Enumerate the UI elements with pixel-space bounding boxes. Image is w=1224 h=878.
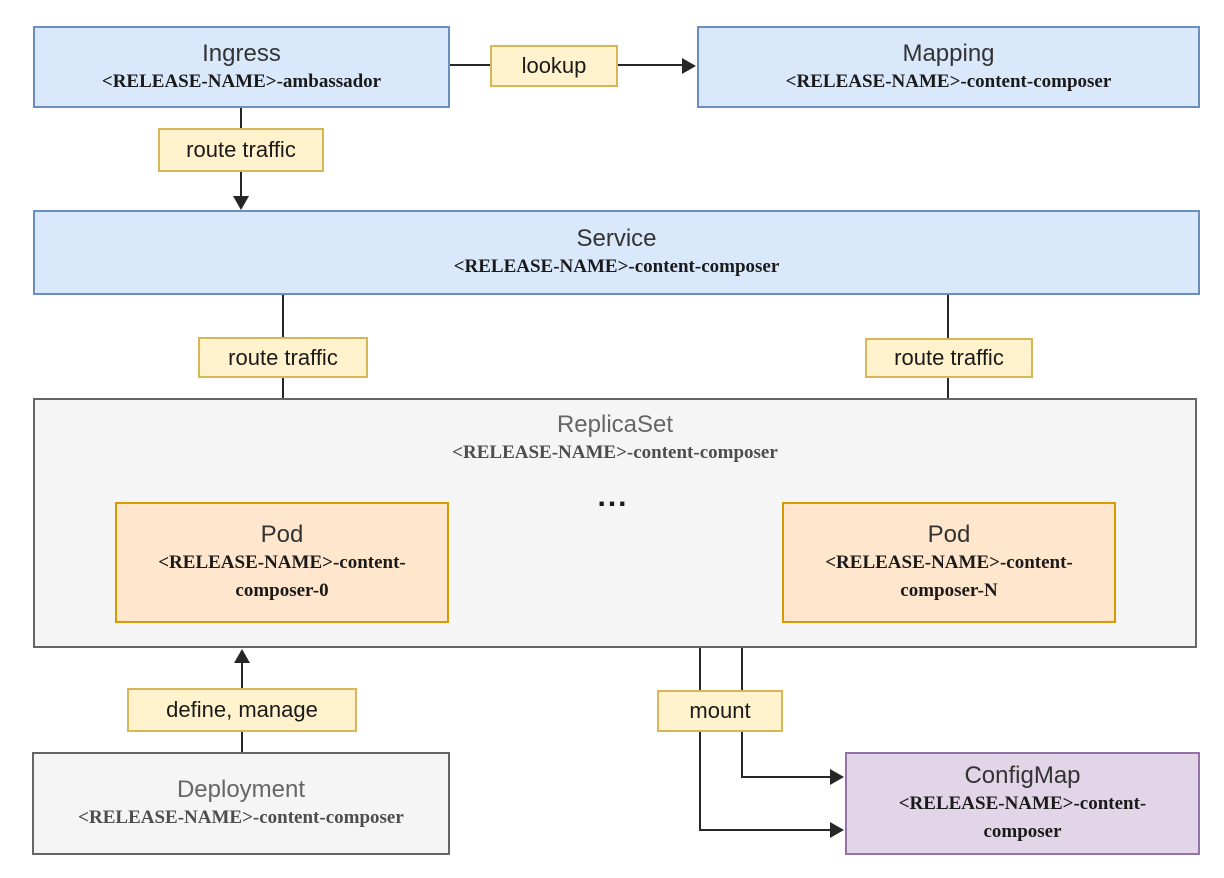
ingress-subtitle: <RELEASE-NAME>-ambassador <box>101 70 382 92</box>
more-pods-ellipsis: ... <box>597 480 629 513</box>
arrowhead-into-mapping <box>682 58 696 74</box>
connector-service-to-pod-n <box>947 295 949 491</box>
service-title: Service <box>576 225 657 252</box>
edge-label-route-traffic-left: route traffic <box>198 337 368 378</box>
replicaset-subtitle: <RELEASE-NAME>-content-composer <box>452 442 778 463</box>
configmap-title: ConfigMap <box>964 762 1081 789</box>
configmap-subtitle: <RELEASE-NAME>-content-composer <box>898 793 1147 842</box>
node-pod-0: Pod <RELEASE-NAME>-content-composer-0 <box>115 502 449 623</box>
arrowhead-into-configmap <box>830 822 844 838</box>
deployment-title: Deployment <box>176 776 306 803</box>
service-subtitle: <RELEASE-NAME>-content-composer <box>453 256 780 277</box>
connector-ingress-to-lookup <box>450 64 490 66</box>
arrowhead-into-replicaset <box>234 649 250 663</box>
edge-label-define-manage: define, manage <box>127 688 357 732</box>
arrowhead-into-service <box>233 196 249 210</box>
mapping-subtitle: <RELEASE-NAME>-content-composer <box>785 70 1112 92</box>
node-pod-n: Pod <RELEASE-NAME>-content-composer-N <box>782 502 1116 623</box>
pod-n-title: Pod <box>927 521 971 548</box>
replicaset-title: ReplicaSet <box>556 411 674 438</box>
edge-label-lookup: lookup <box>490 45 618 87</box>
edge-label-mount: mount <box>657 690 783 732</box>
connector-pod-n-to-configmap-segment <box>741 563 743 778</box>
connector-service-to-pod-0 <box>282 295 284 490</box>
ingress-title: Ingress <box>202 39 281 67</box>
node-service: Service <RELEASE-NAME>-content-composer <box>33 210 1200 295</box>
pod-n-subtitle: <RELEASE-NAME>-content-composer-N <box>825 552 1073 601</box>
node-ingress: Ingress <RELEASE-NAME>-ambassador <box>33 26 450 108</box>
connector-lookup-to-mapping <box>618 64 684 66</box>
pod-0-title: Pod <box>260 521 304 548</box>
connector-pod-0-to-configmap-segment <box>699 829 832 831</box>
node-mapping: Mapping <RELEASE-NAME>-content-composer <box>697 26 1200 108</box>
arrowhead-into-configmap <box>830 769 844 785</box>
node-deployment: Deployment <RELEASE-NAME>-content-compos… <box>32 752 450 855</box>
node-configmap: ConfigMap <RELEASE-NAME>-content-compose… <box>845 752 1200 855</box>
deployment-subtitle: <RELEASE-NAME>-content-composer <box>78 807 404 828</box>
pod-0-subtitle: <RELEASE-NAME>-content-composer-0 <box>158 552 406 601</box>
mapping-title: Mapping <box>902 39 995 67</box>
edge-label-route-traffic-right: route traffic <box>865 338 1033 378</box>
connector-pod-n-to-configmap-segment <box>741 776 832 778</box>
edge-label-route-traffic-top: route traffic <box>158 128 324 172</box>
